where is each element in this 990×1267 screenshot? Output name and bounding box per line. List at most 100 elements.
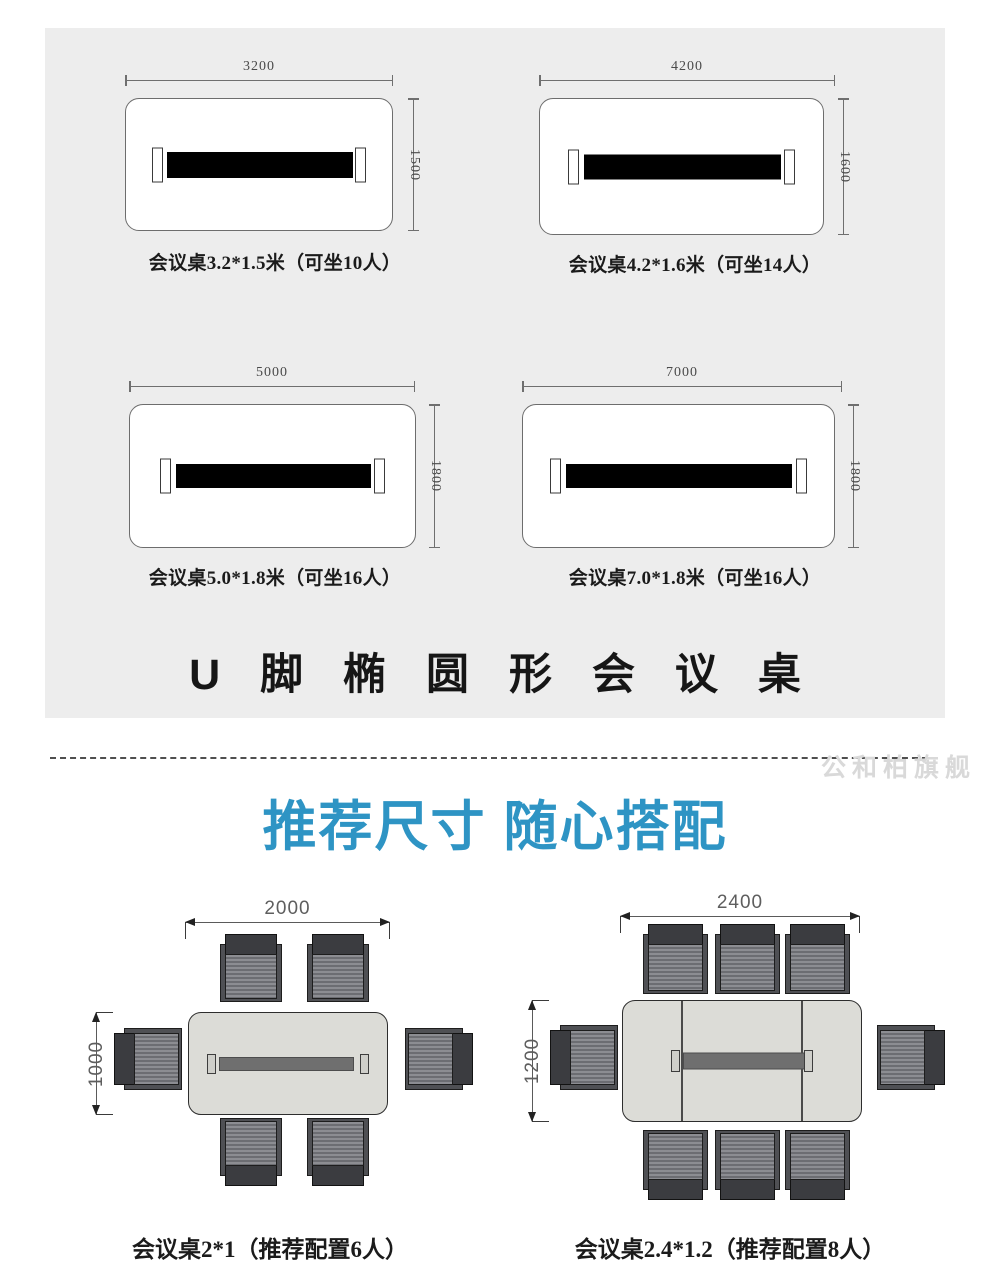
dimension-width-1: 3200 bbox=[125, 59, 393, 86]
chair-seat bbox=[648, 1133, 703, 1180]
extension-line-top-2 bbox=[532, 1000, 549, 1001]
chair-seat bbox=[225, 954, 277, 999]
chair-top-2 bbox=[307, 934, 369, 1004]
arrowhead-bottom-2 bbox=[528, 1112, 536, 1122]
table-beam-3 bbox=[176, 464, 371, 488]
table-center-beam bbox=[219, 1056, 354, 1071]
chair-backrest bbox=[225, 934, 277, 956]
table-foot-left-1 bbox=[152, 147, 163, 182]
dimension-width-label-2: 4200 bbox=[671, 59, 703, 74]
chair-seat bbox=[408, 1033, 453, 1085]
extension-line-bottom-1 bbox=[96, 1114, 113, 1115]
table-foot-right-1 bbox=[355, 147, 366, 182]
dimension-width-label-3: 5000 bbox=[256, 365, 288, 380]
table-beam-2 bbox=[584, 154, 781, 179]
table-beam-1 bbox=[167, 151, 353, 178]
layout-diagram-1: 2000 1000 bbox=[70, 890, 490, 1215]
arrowhead-right-2 bbox=[850, 912, 860, 920]
extension-line-top-1 bbox=[96, 1012, 113, 1013]
top-diagram-panel: 3200 1500 会议桌3.2*1.5米（可坐10人） 4200 bbox=[45, 28, 945, 718]
chair-bottom-2 bbox=[715, 1128, 780, 1200]
table-caption-1: 会议桌3.2*1.5米（可坐10人） bbox=[148, 253, 402, 274]
dimension-width-4: 7000 bbox=[522, 365, 842, 392]
chair-right-1 bbox=[875, 1025, 945, 1090]
chair-backrest bbox=[312, 934, 364, 956]
layout-dimension-width-2: 2400 bbox=[620, 892, 860, 933]
arrowhead-top-1 bbox=[92, 1012, 100, 1022]
table-caption-2: 会议桌4.2*1.6米（可坐14人） bbox=[568, 255, 822, 276]
table-foot-left-4 bbox=[550, 458, 561, 494]
chair-seat bbox=[312, 954, 364, 999]
chair-seat bbox=[880, 1030, 925, 1085]
chair-backrest bbox=[790, 924, 845, 946]
arrowhead-left-1 bbox=[185, 918, 195, 926]
arrowhead-left-2 bbox=[620, 912, 630, 920]
table-diagram-4: 7000 1800 会议桌7.0*1.8米（可坐16人） bbox=[500, 363, 890, 613]
table-diagram-3: 5000 1800 会议桌5.0*1.8米（可坐16人） bbox=[100, 363, 450, 613]
chair-seat bbox=[134, 1033, 179, 1085]
table-beam-4 bbox=[566, 464, 792, 488]
arrowhead-top-2 bbox=[528, 1000, 536, 1010]
table-diagram-2: 4200 1600 会议桌4.2*1.6米（可坐14人） bbox=[505, 58, 885, 298]
chair-backrest bbox=[225, 1164, 277, 1186]
dimension-width-label-1: 3200 bbox=[243, 59, 275, 74]
dimension-depth-label-1: 1500 bbox=[406, 148, 422, 181]
table-foot-right-4 bbox=[796, 458, 807, 494]
watermark-text: 公和柏旗舰 bbox=[820, 754, 976, 782]
chair-seat bbox=[720, 944, 775, 991]
table-caption-4: 会议桌7.0*1.8米（可坐16人） bbox=[568, 568, 822, 589]
chair-backrest bbox=[648, 924, 703, 946]
table-center-beam bbox=[683, 1052, 805, 1070]
extension-line-right-2 bbox=[859, 916, 860, 933]
blue-section-heading: 推荐尺寸 随心搭配 bbox=[262, 797, 728, 857]
chair-seat bbox=[720, 1133, 775, 1180]
table-top-3 bbox=[129, 404, 416, 548]
chair-top-1 bbox=[643, 924, 708, 996]
chair-backrest bbox=[550, 1030, 572, 1085]
chair-seat bbox=[312, 1121, 364, 1166]
table-seam-left bbox=[681, 1001, 683, 1121]
dimension-width-3: 5000 bbox=[129, 365, 415, 392]
table-foot-right bbox=[360, 1053, 369, 1074]
dimension-depth-1: 1500 bbox=[407, 98, 422, 231]
dimension-width-2: 4200 bbox=[539, 59, 835, 86]
layout-diagram-2: 2400 1200 bbox=[500, 890, 960, 1215]
chair-bottom-2 bbox=[307, 1116, 369, 1186]
dimension-depth-label-2: 1600 bbox=[836, 150, 852, 183]
extension-line-bottom-2 bbox=[532, 1121, 549, 1122]
dimension-depth-label-4: 1800 bbox=[846, 460, 862, 492]
chair-backrest bbox=[790, 1178, 845, 1200]
chair-backrest bbox=[451, 1033, 473, 1085]
table-foot-right-3 bbox=[374, 458, 385, 494]
table-caption-3: 会议桌5.0*1.8米（可坐16人） bbox=[148, 568, 402, 589]
chair-top-1 bbox=[220, 934, 282, 1004]
layout-dimension-depth-label-2: 1200 bbox=[521, 1037, 543, 1085]
chair-left-1 bbox=[114, 1028, 184, 1090]
chair-bottom-1 bbox=[643, 1128, 708, 1200]
chair-backrest bbox=[923, 1030, 945, 1085]
table-foot-left-3 bbox=[160, 458, 171, 494]
table-foot-right bbox=[804, 1050, 813, 1072]
extension-line-left-1 bbox=[185, 922, 186, 939]
dimension-depth-3: 1800 bbox=[428, 404, 443, 548]
layout-dimension-width-1: 2000 bbox=[185, 898, 390, 939]
section-heading-u-leg-oval-table: U 脚 椭 圆 形 会 议 桌 bbox=[189, 651, 815, 699]
table-foot-left bbox=[207, 1053, 216, 1074]
chair-right-1 bbox=[403, 1028, 473, 1090]
chair-backrest bbox=[312, 1164, 364, 1186]
layout-dimension-width-label-1: 2000 bbox=[264, 898, 311, 919]
layout-dimension-width-label-2: 2400 bbox=[716, 892, 764, 913]
chair-seat bbox=[570, 1030, 615, 1085]
layout-dimension-depth-2: 1200 bbox=[522, 1000, 549, 1122]
dimension-depth-2: 1600 bbox=[837, 98, 852, 235]
chair-backrest bbox=[114, 1033, 136, 1085]
chair-seat bbox=[225, 1121, 277, 1166]
table-foot-right-2 bbox=[784, 149, 795, 184]
dimension-depth-label-3: 1800 bbox=[427, 460, 443, 492]
layout-dimension-depth-label-1: 1000 bbox=[85, 1040, 107, 1087]
chair-backrest bbox=[648, 1178, 703, 1200]
extension-line-left-2 bbox=[620, 916, 621, 933]
table-top-1 bbox=[125, 98, 393, 231]
layout-table-1 bbox=[188, 1012, 388, 1115]
